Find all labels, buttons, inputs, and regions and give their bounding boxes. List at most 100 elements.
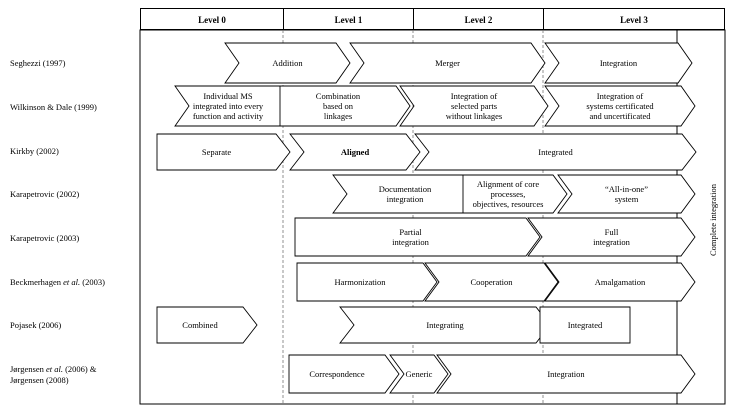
- stage-label-line: Integrating: [426, 320, 464, 330]
- stage-label-line: Amalgamation: [595, 277, 646, 287]
- stage-label-line: Merger: [435, 58, 460, 68]
- stage-label-line: Integrated: [568, 320, 603, 330]
- stage-arrow: [289, 133, 421, 171]
- stage-label-line: “All-in-one”: [605, 184, 648, 194]
- diagram-border: [139, 29, 726, 405]
- stage-arrow: [462, 174, 568, 214]
- stage-arrow: [414, 133, 697, 171]
- stage-label-line: function and activity: [193, 111, 264, 121]
- stage-arrow: [539, 306, 631, 344]
- stage-label-line: systems certificated: [586, 101, 654, 111]
- stage-label-line: Partial: [399, 227, 422, 237]
- row-label-karapetrovic-2003: Karapetrovic (2003): [10, 233, 80, 243]
- stage-label-line: linkages: [324, 111, 352, 121]
- stage-label-line: Individual MS: [203, 91, 253, 101]
- stage-label-line: integration: [593, 237, 631, 247]
- level-0-header: Level 0: [140, 8, 284, 30]
- stage-label-line: Integration: [547, 369, 585, 379]
- stage-label-line: Full: [605, 227, 619, 237]
- row-label-seghezzi-1997: Seghezzi (1997): [10, 58, 66, 68]
- stage-label-line: system: [615, 194, 639, 204]
- stage-label-line: objectives, resources: [473, 199, 544, 209]
- stage-arrow: [544, 85, 696, 127]
- stage-label-line: Integrated: [538, 147, 573, 157]
- row-label-wilkinson-dale-1999: Wilkinson & Dale (1999): [10, 102, 97, 112]
- row-label-jorgensen-2006-2008: Jørgensen et al. (2006) &Jørgensen (2008…: [10, 364, 97, 385]
- row-label-kirkby-2002: Kirkby (2002): [10, 146, 59, 156]
- stage-arrow: [544, 42, 693, 84]
- stage-label-line: processes,: [491, 189, 526, 199]
- stage-label-line: Documentation: [379, 184, 432, 194]
- stage-arrow: [279, 85, 411, 127]
- stage-label: Separate: [202, 147, 231, 157]
- stage-label-line: selected parts: [451, 101, 497, 111]
- stage-arrow: [156, 133, 291, 171]
- row-label-karapetrovic-2002: Karapetrovic (2002): [10, 189, 80, 199]
- stage-label-line: Generic: [406, 369, 433, 379]
- stage-label: Combined: [182, 320, 218, 330]
- stage-label-line: Cooperation: [470, 277, 513, 287]
- stage-label: Correspondence: [309, 369, 364, 379]
- stage-label: Amalgamation: [595, 277, 646, 287]
- level-2-header: Level 2: [413, 8, 544, 30]
- stage-label-line: Harmonization: [335, 277, 387, 287]
- stage-label: Merger: [435, 58, 460, 68]
- stage-label: Integrating: [426, 320, 464, 330]
- stage-label-line: Combination: [316, 91, 361, 101]
- stage-label: Integration: [547, 369, 585, 379]
- stage-label-line: Integration: [600, 58, 638, 68]
- stage-label: Integration: [600, 58, 638, 68]
- stage-label-line: integration: [392, 237, 430, 247]
- stage-arrow: [399, 85, 549, 127]
- stage-label: Harmonization: [335, 277, 387, 287]
- stage-arrow: [296, 262, 438, 302]
- stage-label-line: Alignment of core: [477, 179, 540, 189]
- stage-label-line: integration: [387, 194, 425, 204]
- level-3-header: Level 3: [543, 8, 725, 30]
- stage-label: Generic: [406, 369, 433, 379]
- stage-arrow: [156, 306, 258, 344]
- stage-label-line: Integration of: [597, 91, 644, 101]
- stage-label-line: Aligned: [341, 147, 370, 157]
- stage-arrow: [436, 354, 696, 394]
- stage-arrow: [224, 42, 351, 84]
- stage-label-line: and uncertificated: [589, 111, 651, 121]
- stage-label-line: Addition: [272, 58, 303, 68]
- stage-label: Cooperation: [470, 277, 513, 287]
- row-label-pojasek-2006: Pojasek (2006): [10, 320, 62, 330]
- stage-label-line: Combined: [182, 320, 218, 330]
- stage-arrow: [339, 306, 551, 344]
- stage-arrow: [294, 217, 541, 257]
- stage-arrow: [557, 174, 696, 214]
- complete-integration-text: Complete integration: [708, 184, 718, 256]
- stage-arrow: [389, 354, 449, 394]
- stage-label: Aligned: [341, 147, 370, 157]
- stage-label-line: Correspondence: [309, 369, 364, 379]
- row-label-beckmerhagen-2003: Beckmerhagen et al. (2003): [10, 277, 105, 287]
- stage-label-line: Separate: [202, 147, 231, 157]
- level-1-header: Level 1: [283, 8, 414, 30]
- stage-label-line: Integration of: [451, 91, 498, 101]
- stage-label: Integrated: [568, 320, 603, 330]
- stage-arrow: [527, 217, 696, 257]
- stage-arrow: [544, 262, 696, 302]
- stage-arrow: [288, 354, 400, 394]
- stage-label: Integrated: [538, 147, 573, 157]
- complete-integration-label: Complete integration: [706, 120, 720, 320]
- stage-label: Addition: [272, 58, 303, 68]
- stage-label: “All-in-one”system: [605, 184, 648, 204]
- stage-label-line: based on: [323, 101, 354, 111]
- stage-label-line: without linkages: [446, 111, 502, 121]
- stage-arrow: [424, 262, 559, 302]
- stage-arrow: [349, 42, 546, 84]
